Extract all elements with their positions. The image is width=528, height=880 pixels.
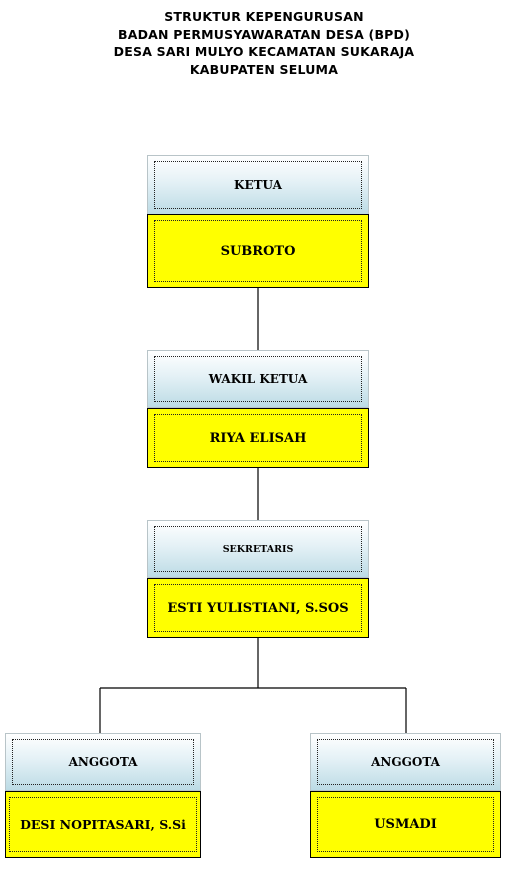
node-ketua: KETUA SUBROTO xyxy=(147,155,369,288)
name-box-anggota-2: USMADI xyxy=(310,791,501,858)
name-label-wakil-ketua: RIYA ELISAH xyxy=(209,430,307,446)
name-label-anggota-1: DESI NOPITASARI, S.Si xyxy=(20,817,186,832)
node-wakil-ketua: WAKIL KETUA RIYA ELISAH xyxy=(147,350,369,468)
node-anggota-1: ANGGOTA DESI NOPITASARI, S.Si xyxy=(5,733,201,858)
name-label-ketua: SUBROTO xyxy=(220,243,296,259)
name-box-anggota-1: DESI NOPITASARI, S.Si xyxy=(5,791,201,858)
node-anggota-2: ANGGOTA USMADI xyxy=(310,733,501,858)
name-box-ketua: SUBROTO xyxy=(147,214,369,288)
chart-title: STRUKTUR KEPENGURUSAN BADAN PERMUSYAWARA… xyxy=(0,8,528,78)
role-box-anggota-1: ANGGOTA xyxy=(5,733,201,791)
role-box-ketua: KETUA xyxy=(147,155,369,215)
role-label-anggota-2: ANGGOTA xyxy=(371,755,440,769)
title-line-2: BADAN PERMUSYAWARATAN DESA (BPD) xyxy=(117,26,411,42)
title-line-3: DESA SARI MULYO KECAMATAN SUKARAJA xyxy=(113,44,415,59)
role-label-anggota-1: ANGGOTA xyxy=(68,755,138,769)
title-line-1: STRUKTUR KEPENGURUSAN xyxy=(164,9,364,24)
role-box-wakil-ketua: WAKIL KETUA xyxy=(147,350,369,408)
role-box-anggota-2: ANGGOTA xyxy=(310,733,501,791)
name-label-sekretaris: ESTI YULISTIANI, S.SOS xyxy=(167,600,349,616)
name-box-sekretaris: ESTI YULISTIANI, S.SOS xyxy=(147,578,369,638)
name-label-anggota-2: USMADI xyxy=(374,817,437,832)
role-box-sekretaris: SEKRETARIS xyxy=(147,520,369,578)
role-label-wakil-ketua: WAKIL KETUA xyxy=(208,372,308,386)
role-label-sekretaris: SEKRETARIS xyxy=(222,543,294,555)
node-sekretaris: SEKRETARIS ESTI YULISTIANI, S.SOS xyxy=(147,520,369,638)
title-line-4: KABUPATEN SELUMA xyxy=(189,61,339,77)
role-label-ketua: KETUA xyxy=(234,178,282,192)
name-box-wakil-ketua: RIYA ELISAH xyxy=(147,408,369,468)
